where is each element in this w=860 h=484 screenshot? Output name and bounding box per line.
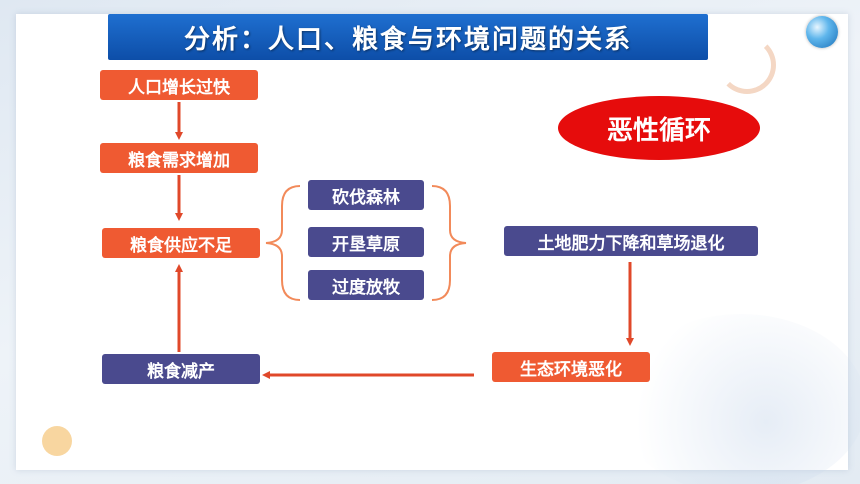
- node-population-growth: 人口增长过快: [100, 70, 258, 100]
- right-brace: [431, 185, 467, 301]
- node-land-degradation: 土地肥力下降和草场退化: [504, 226, 758, 256]
- decorative-ring: [718, 36, 776, 94]
- watermark-decoration: [616, 314, 860, 484]
- node-food-shortage: 粮食供应不足: [102, 228, 260, 258]
- decorative-dot: [42, 426, 72, 456]
- node-food-demand: 粮食需求增加: [100, 143, 258, 173]
- vicious-cycle-badge: 恶性循环: [558, 96, 760, 160]
- node-overgrazing: 过度放牧: [308, 270, 424, 300]
- node-environment-deterioration: 生态环境恶化: [492, 352, 650, 382]
- globe-icon: [806, 16, 838, 48]
- node-food-reduction: 粮食减产: [102, 354, 260, 384]
- page-title: 分析：人口、粮食与环境问题的关系: [183, 24, 632, 55]
- node-deforestation: 砍伐森林: [308, 180, 424, 210]
- left-brace: [265, 185, 301, 301]
- node-grassland-reclamation: 开垦草原: [308, 227, 424, 257]
- title-bar: 分析：人口、粮食与环境问题的关系: [108, 14, 708, 60]
